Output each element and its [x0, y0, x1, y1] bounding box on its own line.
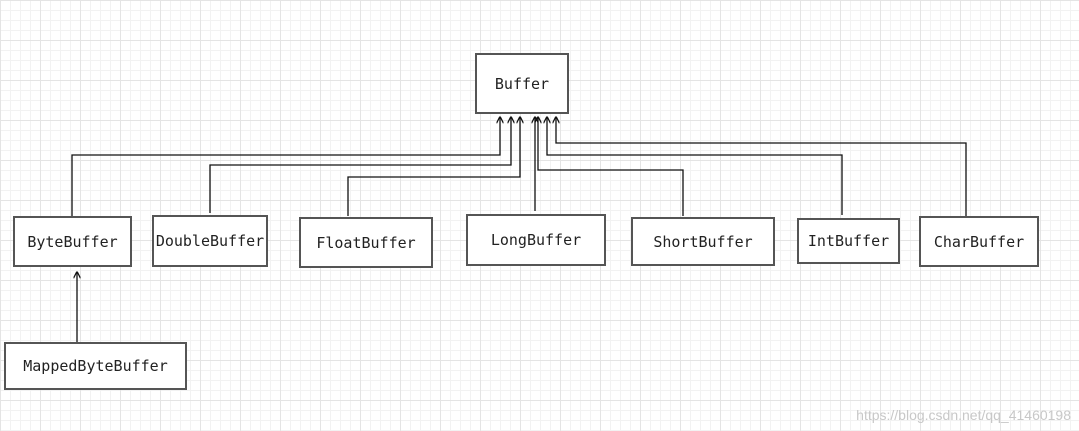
- longbuffer-class-box[interactable]: LongBuffer: [466, 214, 606, 266]
- shortbuffer-class-box[interactable]: ShortBuffer: [631, 217, 775, 266]
- edge-intbuffer-to-buffer: [547, 117, 843, 215]
- edge-bytebuffer-to-buffer: [71, 117, 500, 216]
- edge-floatbuffer-to-buffer: [347, 117, 520, 216]
- buffer-class-box[interactable]: Buffer: [475, 53, 569, 114]
- edge-shortbuffer-to-buffer: [538, 117, 684, 216]
- charbuffer-class-box[interactable]: CharBuffer: [919, 216, 1039, 267]
- bytebuffer-class-box[interactable]: ByteBuffer: [13, 216, 132, 267]
- mappedbytebuffer-class-box[interactable]: MappedByteBuffer: [4, 342, 187, 390]
- watermark-text: https://blog.csdn.net/qq_41460198: [856, 407, 1071, 423]
- edge-charbuffer-to-buffer: [556, 117, 967, 216]
- floatbuffer-class-box[interactable]: FloatBuffer: [299, 217, 433, 268]
- intbuffer-class-box[interactable]: IntBuffer: [797, 218, 900, 264]
- edge-doublebuffer-to-buffer: [209, 117, 511, 213]
- doublebuffer-class-box[interactable]: DoubleBuffer: [152, 215, 268, 267]
